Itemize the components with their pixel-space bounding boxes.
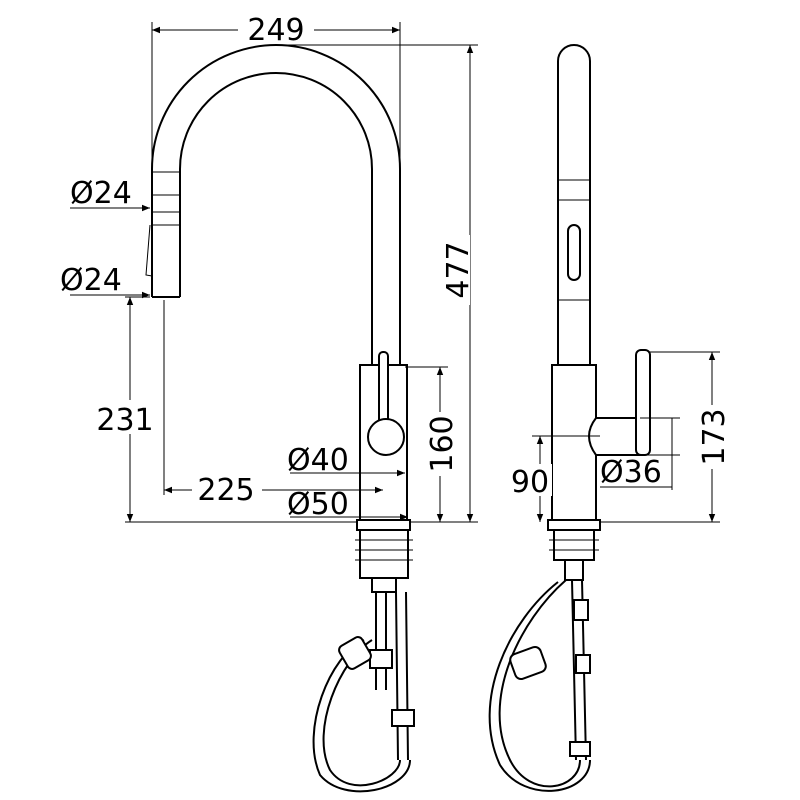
side-lever	[588, 417, 641, 456]
gooseneck-spout	[151, 44, 401, 365]
side-hoses	[488, 579, 591, 792]
lever-knob	[367, 418, 405, 456]
dim-lever-height: 90	[511, 465, 549, 500]
dim-body-diameter: Ø40	[287, 443, 349, 478]
dim-spout-reach: 249	[247, 13, 304, 48]
dim-spray-diameter-bottom: Ø24	[60, 263, 122, 298]
front-dimensions: 249 477 Ø24 Ø24 231 225 Ø40 Ø50 160	[60, 12, 478, 523]
front-view	[145, 44, 415, 793]
supply-hoses	[312, 591, 415, 793]
spray-head	[145, 171, 180, 277]
side-lever-handle	[635, 349, 651, 456]
dim-outlet-height: 231	[96, 403, 153, 438]
side-dimensions: 173 90 Ø36	[508, 351, 732, 523]
dim-base-diameter: Ø50	[287, 487, 349, 522]
base-plate	[356, 519, 411, 531]
lever-handle	[378, 351, 389, 425]
dim-lever-diameter: Ø36	[600, 455, 662, 490]
dim-total-height: 477	[441, 241, 476, 298]
mounting-fitting	[355, 529, 413, 593]
dim-outlet-reach: 225	[197, 473, 254, 508]
side-spout	[557, 44, 591, 365]
dim-handle-height: 173	[697, 408, 732, 465]
side-view	[488, 44, 651, 792]
dim-body-height: 160	[425, 415, 460, 472]
spray-button	[567, 224, 581, 281]
dim-spray-diameter-top: Ø24	[70, 176, 132, 211]
